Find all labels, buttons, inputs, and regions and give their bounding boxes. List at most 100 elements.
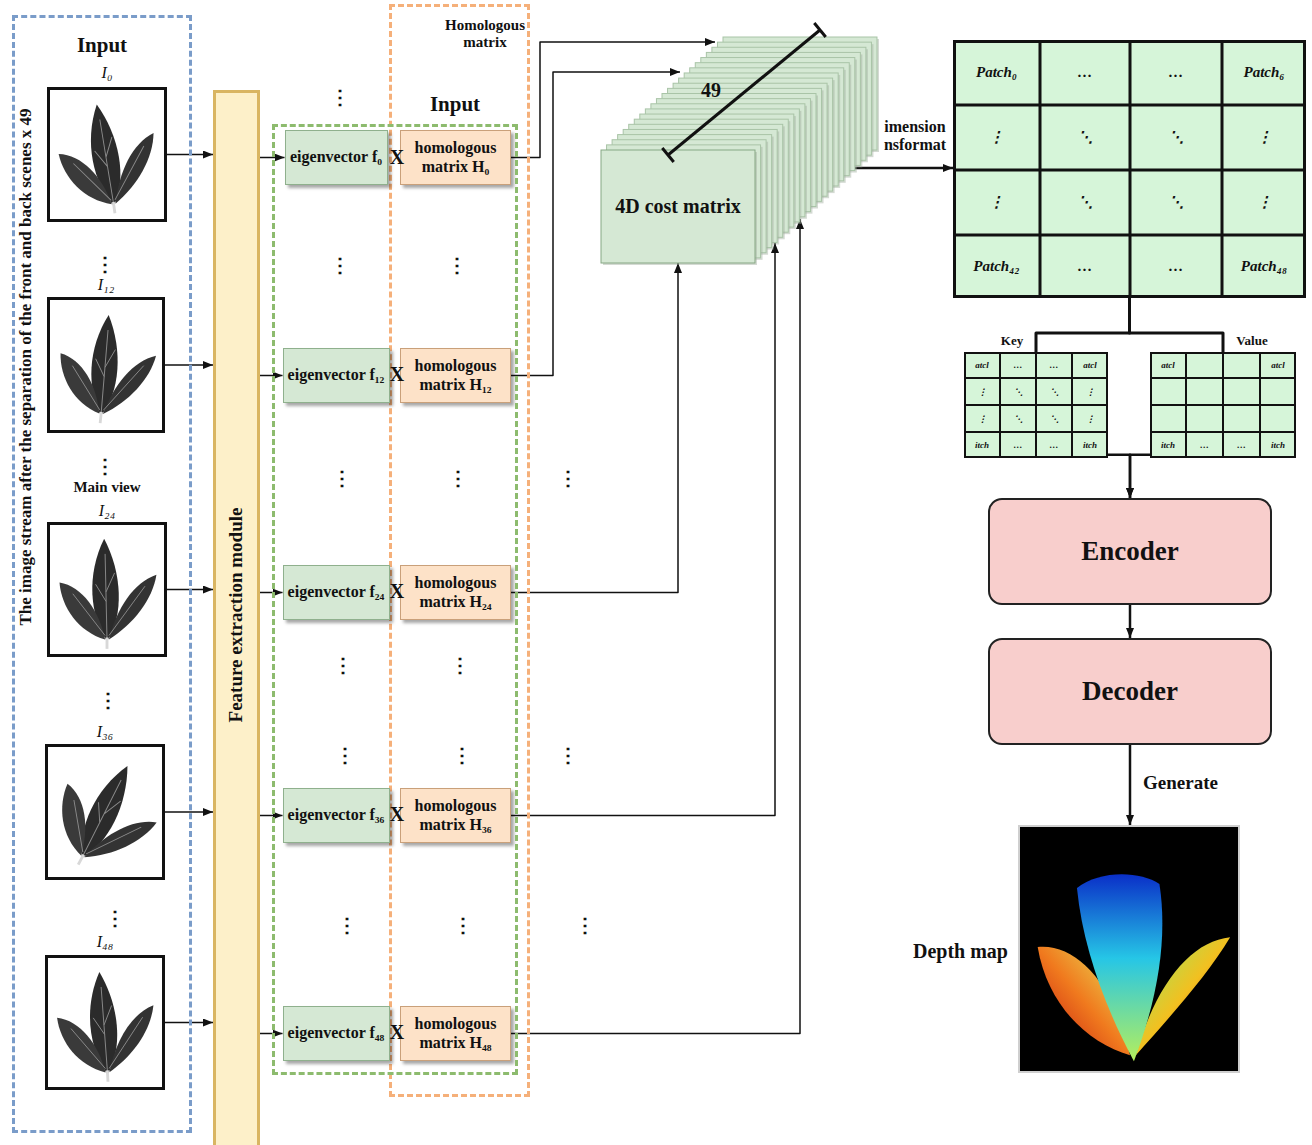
ellipsis-mark: ⋮ (333, 654, 353, 677)
grid-cell: ⋮ (1257, 129, 1272, 146)
grid-cell: ⋱ (1078, 129, 1093, 146)
value-grid: Valueatclatclitch……itch (1150, 352, 1296, 458)
module-label: Feature extraction module (225, 508, 247, 723)
box-label: Encoder (1081, 536, 1179, 567)
grid-cell: … (1169, 258, 1184, 275)
input-region: InputThe image stream after the separati… (12, 15, 192, 1133)
grid-cell: itch (1271, 440, 1285, 450)
homologous-matrix-box: homologous matrix H₃₆ (400, 788, 511, 843)
grid-cell: atcl (1161, 360, 1175, 370)
grid-cell: … (1078, 64, 1093, 81)
decoder-block: Decoder (988, 638, 1272, 745)
ellipsis-mark: ⋮ (337, 914, 357, 937)
leaf-illustration (50, 300, 162, 430)
grid-cell: ⋱ (1169, 194, 1184, 211)
grid-cell: itch (1083, 440, 1097, 450)
ellipsis-mark: ⋮ (450, 654, 470, 677)
connector (1129, 745, 1132, 825)
connector (1130, 298, 1224, 352)
homologous-matrix-box: homologous matrix H₂₄ (400, 565, 511, 620)
image-label: I₂₄ (99, 502, 115, 520)
grid-cell: … (1200, 440, 1209, 450)
ellipsis-mark: ⋮ (558, 467, 578, 490)
homologous-matrix-box: homologous matrix H₀ (400, 130, 511, 185)
eigenvector-box: eigenvector f₄₈ (283, 1006, 390, 1061)
grid-cell: … (1169, 64, 1184, 81)
grid-cell: Patch₄₂ (973, 258, 1019, 275)
ellipsis-mark: ⋮ (447, 254, 467, 277)
image-label: I₃₆ (97, 723, 113, 741)
eigenvector-box: eigenvector f₁₂ (283, 348, 390, 403)
image-caption: Depth map (913, 940, 1008, 963)
leaf-image: Main viewI₂₄ (47, 522, 167, 657)
ellipsis-mark: ⋮ (95, 253, 115, 276)
grid-cell: … (1014, 440, 1023, 450)
leaf-image: I₀ (47, 87, 167, 222)
image-label: I₄₈ (97, 933, 113, 951)
leaf-image: I₄₈ (45, 955, 165, 1090)
ellipsis-mark: X (390, 1021, 404, 1044)
grid-cell: ⋱ (1014, 413, 1023, 423)
image-label: I₀ (102, 64, 113, 82)
grid-cell: … (1050, 360, 1059, 370)
connector (511, 243, 775, 816)
leaf-illustration (48, 958, 162, 1087)
image-label: I₁₂ (98, 276, 114, 294)
grid-cell: ⋮ (978, 386, 987, 396)
box-label: eigenvector f₀ (290, 148, 382, 166)
depth-map-illustration (1020, 827, 1238, 1071)
box-label: homologous matrix H₁₂ (401, 357, 510, 394)
connector (511, 219, 800, 1034)
ellipsis-mark: ⋮ (453, 914, 473, 937)
leaf-shape (53, 97, 164, 219)
grid-cell: ⋮ (1257, 194, 1272, 211)
box-label: homologous matrix H₀ (401, 139, 510, 176)
box-label: eigenvector f₁₂ (288, 366, 385, 384)
leaf-illustration (50, 90, 164, 219)
grid-heading: Value (1236, 334, 1267, 349)
stack-label: 4D cost matrix (615, 195, 741, 218)
ellipsis-mark: ⋮ (452, 744, 472, 767)
connector (165, 811, 213, 813)
connector (165, 1022, 213, 1024)
connector (511, 263, 678, 593)
ellipsis-mark: ⋮ (448, 467, 468, 490)
cost-volume-stack: 4D cost matrix (601, 37, 878, 263)
dimension-number: 49 (701, 79, 721, 102)
grid-cell: ⋱ (1014, 386, 1023, 396)
grid-cell: Patch₀ (976, 64, 1017, 81)
grid-cell: ⋮ (978, 413, 987, 423)
grid-cell: … (1237, 440, 1246, 450)
vertical-caption: The image stream after the separation of… (16, 108, 36, 625)
edge-label: Generate (1143, 772, 1218, 794)
ellipsis-mark: ⋮ (332, 467, 352, 490)
box-label: eigenvector f₂₄ (288, 583, 385, 601)
patch-grid: Patch₀……Patch₆⋮⋱⋱⋮⋮⋱⋱⋮Patch₄₂……Patch₄₈ (953, 40, 1306, 298)
feature-extraction-module: Feature extraction module (213, 90, 260, 1145)
encoder-block: Encoder (988, 498, 1272, 605)
grid-cell: atcl (1271, 360, 1285, 370)
key-grid: Keyatcl……atcl⋮⋱⋱⋮⋮⋱⋱⋮itch……itch (964, 352, 1108, 458)
grid-cell: … (1078, 258, 1093, 275)
leaf-shape (48, 747, 162, 877)
box-label: homologous matrix H₄₈ (401, 1015, 510, 1052)
depth-map-image: Depth map (1018, 825, 1240, 1073)
homologous-matrix-box: homologous matrix H₁₂ (400, 348, 511, 403)
grid-heading: Key (1001, 334, 1023, 349)
grid-cell: … (1014, 360, 1023, 370)
ellipsis-mark: X (390, 580, 404, 603)
connector (1130, 455, 1150, 498)
leaf-shape (54, 310, 160, 428)
ellipsis-mark: ⋮ (558, 744, 578, 767)
grid-cell: atcl (1083, 360, 1097, 370)
grid-cell: ⋮ (1086, 413, 1095, 423)
connector (1129, 605, 1132, 638)
ellipsis-mark: X (390, 146, 404, 169)
region-heading: Input (430, 92, 480, 116)
eigenvector-box: eigenvector f₂₄ (283, 565, 390, 620)
grid-cell: ⋮ (989, 194, 1004, 211)
grid-cell: ⋱ (1050, 386, 1059, 396)
box-label: homologous matrix H₂₄ (401, 574, 510, 611)
eigenvector-box: eigenvector f₃₆ (283, 788, 390, 843)
